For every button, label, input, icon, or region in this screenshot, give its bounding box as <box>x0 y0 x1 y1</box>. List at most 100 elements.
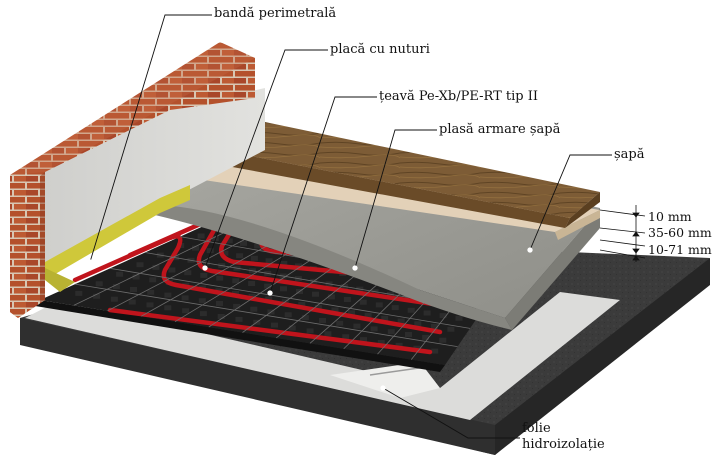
nub <box>248 281 256 286</box>
mesh-bar <box>74 283 458 348</box>
label-membrane-line1: folie <box>522 421 551 436</box>
leader-lines <box>87 14 612 439</box>
nub <box>430 324 438 329</box>
perimeter-foam-strip <box>45 185 190 292</box>
dimension-screed: 35-60 mm <box>648 225 712 240</box>
nub <box>136 262 144 268</box>
dimension-lines <box>599 205 646 262</box>
nub <box>397 318 405 324</box>
nub <box>423 310 431 316</box>
nub <box>95 281 103 287</box>
dimension-finish: 10 mm <box>648 209 692 224</box>
nub <box>319 318 326 323</box>
nub <box>288 325 296 331</box>
nub <box>216 301 223 306</box>
nub <box>184 270 192 276</box>
nub <box>301 315 309 321</box>
nub <box>116 271 124 277</box>
nub <box>164 292 172 298</box>
wood-finish <box>205 122 600 228</box>
nub <box>182 308 190 314</box>
nub <box>280 286 287 292</box>
nub <box>314 304 322 310</box>
nub <box>233 303 241 309</box>
nub <box>422 334 430 340</box>
nub <box>217 314 225 319</box>
nub <box>391 305 399 311</box>
nub <box>93 293 101 299</box>
nub <box>130 287 137 292</box>
nub <box>265 258 273 264</box>
nub <box>306 328 314 334</box>
nub <box>405 332 412 337</box>
nub <box>336 320 344 326</box>
nub <box>343 297 351 302</box>
nub <box>264 283 272 289</box>
nub <box>240 240 247 246</box>
nub <box>381 315 389 321</box>
nub <box>250 306 258 312</box>
nub <box>192 245 199 251</box>
nub <box>271 322 278 328</box>
nub <box>198 298 206 304</box>
nub <box>298 302 306 307</box>
nub <box>199 311 207 317</box>
label-membrane-line2: hidroizolație <box>522 437 605 452</box>
label-nub-plate: placă cu nuturi <box>330 42 430 57</box>
nub <box>206 248 214 254</box>
nub <box>312 291 319 297</box>
nub <box>200 272 208 278</box>
label-pipe: țeavă Pe-Xb/PE-RT tip II <box>379 89 538 104</box>
nub <box>152 264 160 270</box>
brick-wall <box>10 42 255 318</box>
label-screed: șapă <box>614 147 645 162</box>
nub <box>225 238 233 244</box>
nub <box>331 307 339 313</box>
nub <box>375 302 383 308</box>
nub <box>128 299 136 305</box>
mesh-bar <box>109 267 471 329</box>
nub <box>431 348 439 354</box>
nub <box>164 305 172 311</box>
nub <box>232 278 240 284</box>
nub <box>254 243 262 249</box>
nub <box>455 315 463 321</box>
nub <box>377 340 385 345</box>
nub <box>146 302 154 308</box>
label-perimeter-strip: bandă perimetrală <box>214 6 337 21</box>
nub <box>327 294 335 300</box>
nub <box>324 331 332 337</box>
nub <box>439 337 447 343</box>
nub <box>236 253 244 259</box>
nub <box>197 233 205 239</box>
nub <box>439 313 447 319</box>
nub <box>147 289 155 295</box>
nub <box>112 284 120 290</box>
nub <box>265 296 273 302</box>
nub <box>370 326 378 332</box>
nub <box>284 312 292 318</box>
nub <box>132 274 140 280</box>
nub <box>407 307 415 313</box>
nub <box>280 260 288 266</box>
nub <box>395 342 403 348</box>
nub <box>364 313 372 318</box>
nub <box>353 323 361 329</box>
nub <box>216 275 224 281</box>
nub <box>149 277 157 283</box>
nub <box>221 250 229 256</box>
dimension-insulation: 10-71 mm <box>648 242 712 257</box>
label-screed-mesh: plasă armare șapă <box>439 122 561 137</box>
nub <box>360 337 367 343</box>
nub <box>447 326 455 332</box>
nub <box>250 255 258 261</box>
nub <box>359 299 367 305</box>
nub <box>110 296 118 302</box>
nub <box>414 321 422 327</box>
nub <box>235 316 243 322</box>
nub <box>342 334 350 340</box>
nub <box>211 236 219 241</box>
nub <box>348 310 355 316</box>
nub <box>168 267 176 273</box>
